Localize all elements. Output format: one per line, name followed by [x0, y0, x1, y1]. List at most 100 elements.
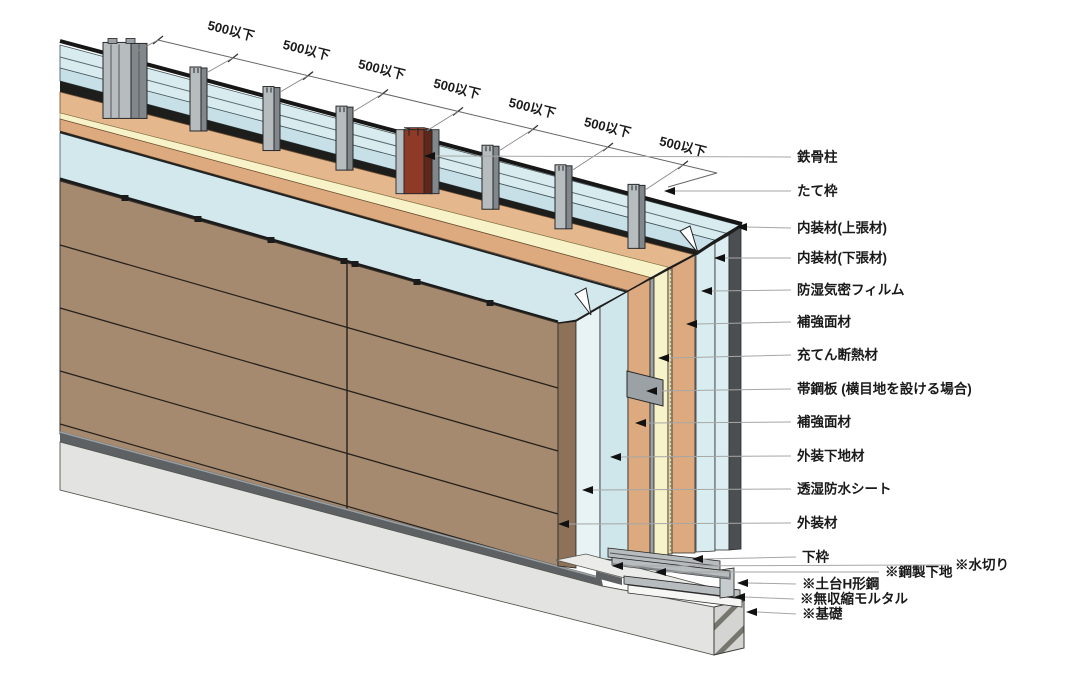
callout-label: 防湿気密フィルム	[797, 282, 904, 298]
dimension-label: 500以下	[583, 114, 633, 140]
dimension-end-connector	[667, 172, 718, 188]
callout-label: たて枠	[797, 183, 838, 199]
cladding-joint-1	[59, 244, 559, 389]
callout-label: ※無収縮モルタル	[800, 591, 908, 607]
leader-line	[711, 289, 792, 292]
steel-column-face	[403, 129, 425, 195]
cladding-top-rail	[59, 177, 559, 324]
stud-face	[554, 164, 567, 230]
dimension-label: 500以下	[658, 133, 708, 159]
front-face	[59, 131, 630, 586]
leader-arrowhead	[737, 579, 748, 587]
cut-face-strips	[557, 226, 742, 569]
dimension-line	[157, 39, 718, 174]
leader-arrowhead	[692, 555, 703, 563]
stud-face	[335, 105, 348, 171]
callout-label: 外装材	[797, 515, 838, 531]
stud-side	[565, 165, 573, 230]
leader-arrowhead	[734, 593, 745, 601]
leader-arrowhead	[610, 453, 621, 461]
dimension-connector	[353, 93, 384, 112]
callout-label: 充てん断熱材	[797, 347, 878, 363]
stud-side	[273, 87, 281, 152]
leader-line	[668, 354, 792, 359]
dimension-connector	[499, 128, 534, 151]
dimension-connector	[134, 39, 159, 53]
cladding-clip	[340, 258, 348, 264]
leader-arrowhead	[646, 387, 657, 395]
cladding-clip	[121, 195, 129, 201]
dimension-connector	[426, 110, 459, 132]
steel-strip-plate	[626, 370, 664, 407]
callout-label: 内装材(上張材)	[797, 220, 887, 236]
box-column-face	[102, 41, 132, 119]
leader-line	[645, 421, 792, 424]
dimension-label: 500以下	[432, 75, 482, 101]
hbeam-top-flange-shadow	[612, 563, 730, 579]
leader-arrowhead	[635, 419, 646, 427]
leader-line	[620, 455, 792, 458]
leader-arrowhead	[655, 568, 666, 576]
dimension-connector	[645, 164, 684, 190]
dimension-connector	[280, 75, 309, 92]
topboard-dark-edge	[728, 226, 742, 551]
leader-arrowhead	[701, 287, 712, 295]
flashing-end-piece	[596, 571, 622, 585]
leader-line	[746, 226, 792, 229]
underboard-face-strip	[695, 242, 716, 553]
callout-label: 透湿防水シート	[797, 481, 892, 497]
step-edge-1	[695, 223, 743, 256]
dimension-label: 500以下	[507, 95, 557, 121]
particle-board-strip	[667, 265, 673, 555]
topboard-face-strip	[714, 234, 730, 551]
leader-line	[622, 564, 950, 567]
exterior-base-strip	[599, 290, 629, 561]
cladding-clip	[486, 300, 494, 306]
bracing-board2-strip	[627, 277, 651, 558]
leader-line	[434, 155, 792, 158]
leader-arrowhead	[582, 486, 593, 494]
leader-arrowhead	[714, 254, 725, 262]
sheet-top-edge	[59, 131, 629, 293]
dimension-connector	[207, 57, 234, 73]
stud-side	[200, 67, 208, 132]
stud-side	[346, 106, 354, 171]
stud-side	[492, 145, 500, 210]
cladding-joint-4	[59, 423, 553, 566]
leader-line	[656, 388, 792, 392]
leader-arrowhead	[686, 320, 697, 328]
callout-label: ※水切り	[955, 557, 1009, 573]
dimension-label: 500以下	[206, 18, 256, 44]
flashing-highlight	[59, 431, 601, 579]
leader-arrowhead	[424, 152, 435, 160]
film-peels	[574, 225, 699, 316]
callout-label: ※鋼製下地	[885, 564, 953, 580]
leader-line	[696, 321, 792, 325]
bottom-track-lip	[609, 552, 719, 567]
cladding-clips	[121, 195, 494, 306]
water-drip-flashing	[60, 431, 603, 586]
cladding-clip	[267, 237, 275, 243]
stud-side	[638, 184, 646, 249]
vapor-film-peel	[679, 225, 699, 254]
box-column-tab	[125, 38, 136, 44]
leader-line	[702, 556, 797, 560]
studs-group	[102, 38, 646, 249]
insulation-strip	[653, 267, 669, 556]
callout-label: 下枠	[802, 549, 830, 565]
leader-arrowhead	[558, 520, 569, 528]
leader-line	[592, 488, 792, 491]
leader-arrowhead	[664, 187, 675, 195]
weather-sheet-strip	[575, 305, 601, 565]
cladding-joint-3	[59, 370, 559, 515]
callout-label: 内装材(下張材)	[797, 250, 887, 266]
bracing-board1-strip	[671, 253, 696, 554]
stud-edge-strip	[649, 275, 655, 557]
weather-sheet-peel	[574, 287, 592, 316]
leader-arrowhead	[658, 354, 669, 362]
stud-face	[189, 66, 202, 132]
foundation-group	[59, 441, 745, 656]
callout-label: 外装下地材	[797, 448, 865, 464]
steel-column-side	[423, 130, 433, 195]
